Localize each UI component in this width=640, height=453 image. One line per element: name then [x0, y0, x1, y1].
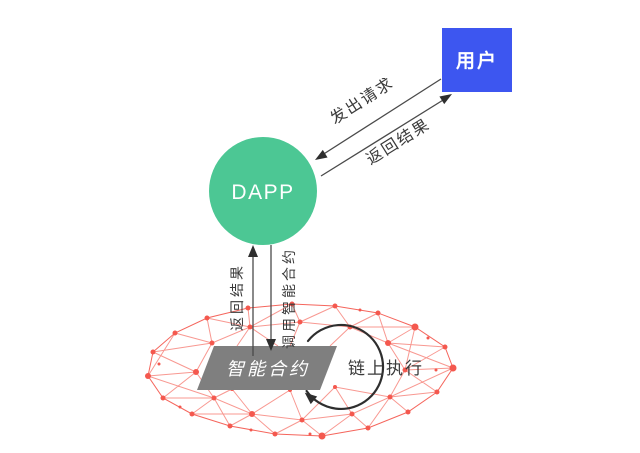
mesh-node-dot	[204, 315, 210, 321]
user-node	[442, 28, 512, 92]
mesh-node-dot	[318, 432, 326, 440]
vertical-connectors	[252, 245, 272, 356]
smart-contract-shape	[197, 346, 337, 390]
mesh-node-dot	[289, 301, 295, 307]
mesh-node-dot	[375, 310, 381, 316]
mesh-node-dot	[211, 395, 217, 401]
mesh-node-dot	[189, 411, 195, 417]
return-result-arrowhead-icon	[248, 245, 258, 257]
return-result-vertical-label: 返回结果	[229, 263, 245, 331]
mesh-node-dot	[150, 349, 156, 355]
mesh-node-dot	[172, 330, 178, 336]
mesh-node-dot	[358, 308, 362, 312]
mesh-node-dot	[247, 324, 253, 330]
smart-contract-label: 智能合约	[226, 359, 310, 379]
mesh-node-dot	[402, 367, 408, 373]
mesh-node-dot	[449, 364, 457, 372]
dapp-node	[209, 137, 317, 245]
mesh-node-dot	[434, 368, 438, 372]
send-request-line	[318, 78, 442, 158]
mesh-node-dot	[426, 336, 430, 340]
mesh-triangulation	[147, 303, 454, 437]
mesh-node-dot	[227, 423, 233, 429]
mesh-node-dot	[245, 305, 251, 311]
mesh-node-dot	[178, 405, 182, 409]
mesh-nodes	[145, 301, 457, 440]
mesh-node-dot	[405, 409, 411, 415]
return-result-top-line	[320, 96, 449, 177]
send-request-label: 发出请求	[327, 74, 397, 128]
dapp-label: DAPP	[231, 181, 294, 204]
mesh-node-dot	[385, 340, 391, 346]
mesh-node-dot	[193, 369, 199, 375]
mesh-node-dot	[333, 385, 337, 389]
call-contract-arrowhead-icon	[266, 339, 276, 351]
user-label: 用户	[456, 49, 498, 72]
mesh-node-dot	[157, 362, 161, 366]
mesh-node-dot	[442, 344, 448, 350]
mesh-node-dot	[308, 432, 312, 436]
mesh-node-dot	[272, 431, 278, 437]
mesh-node-dot	[349, 411, 355, 417]
mesh-node-dot	[411, 323, 419, 331]
mesh-node-dot	[209, 340, 215, 346]
return-result-top-arrowhead-icon	[439, 94, 452, 105]
diagonal-connectors	[318, 78, 449, 177]
send-request-arrowhead-icon	[315, 149, 328, 160]
mesh-outer-ring	[147, 303, 454, 437]
mesh-node-dot	[145, 373, 151, 379]
mesh-node-dot	[365, 425, 371, 431]
mesh-node-dot	[299, 417, 305, 423]
mesh-node-dot	[249, 428, 253, 432]
mesh-node-dot	[434, 389, 440, 395]
call-contract-label: 调用智能合约	[281, 247, 297, 349]
return-result-top-label: 返回结果	[363, 115, 434, 168]
onchain-loop-arrow	[305, 323, 385, 410]
onchain-execution-label: 链上执行	[348, 359, 424, 378]
mesh-node-dot	[249, 411, 255, 417]
mesh-node-dot	[387, 394, 393, 400]
mesh-node-dot	[297, 319, 303, 325]
onchain-loop-arrowhead-icon	[304, 392, 318, 405]
mesh-node-dot	[332, 303, 338, 309]
mesh-node-dot	[160, 395, 166, 401]
